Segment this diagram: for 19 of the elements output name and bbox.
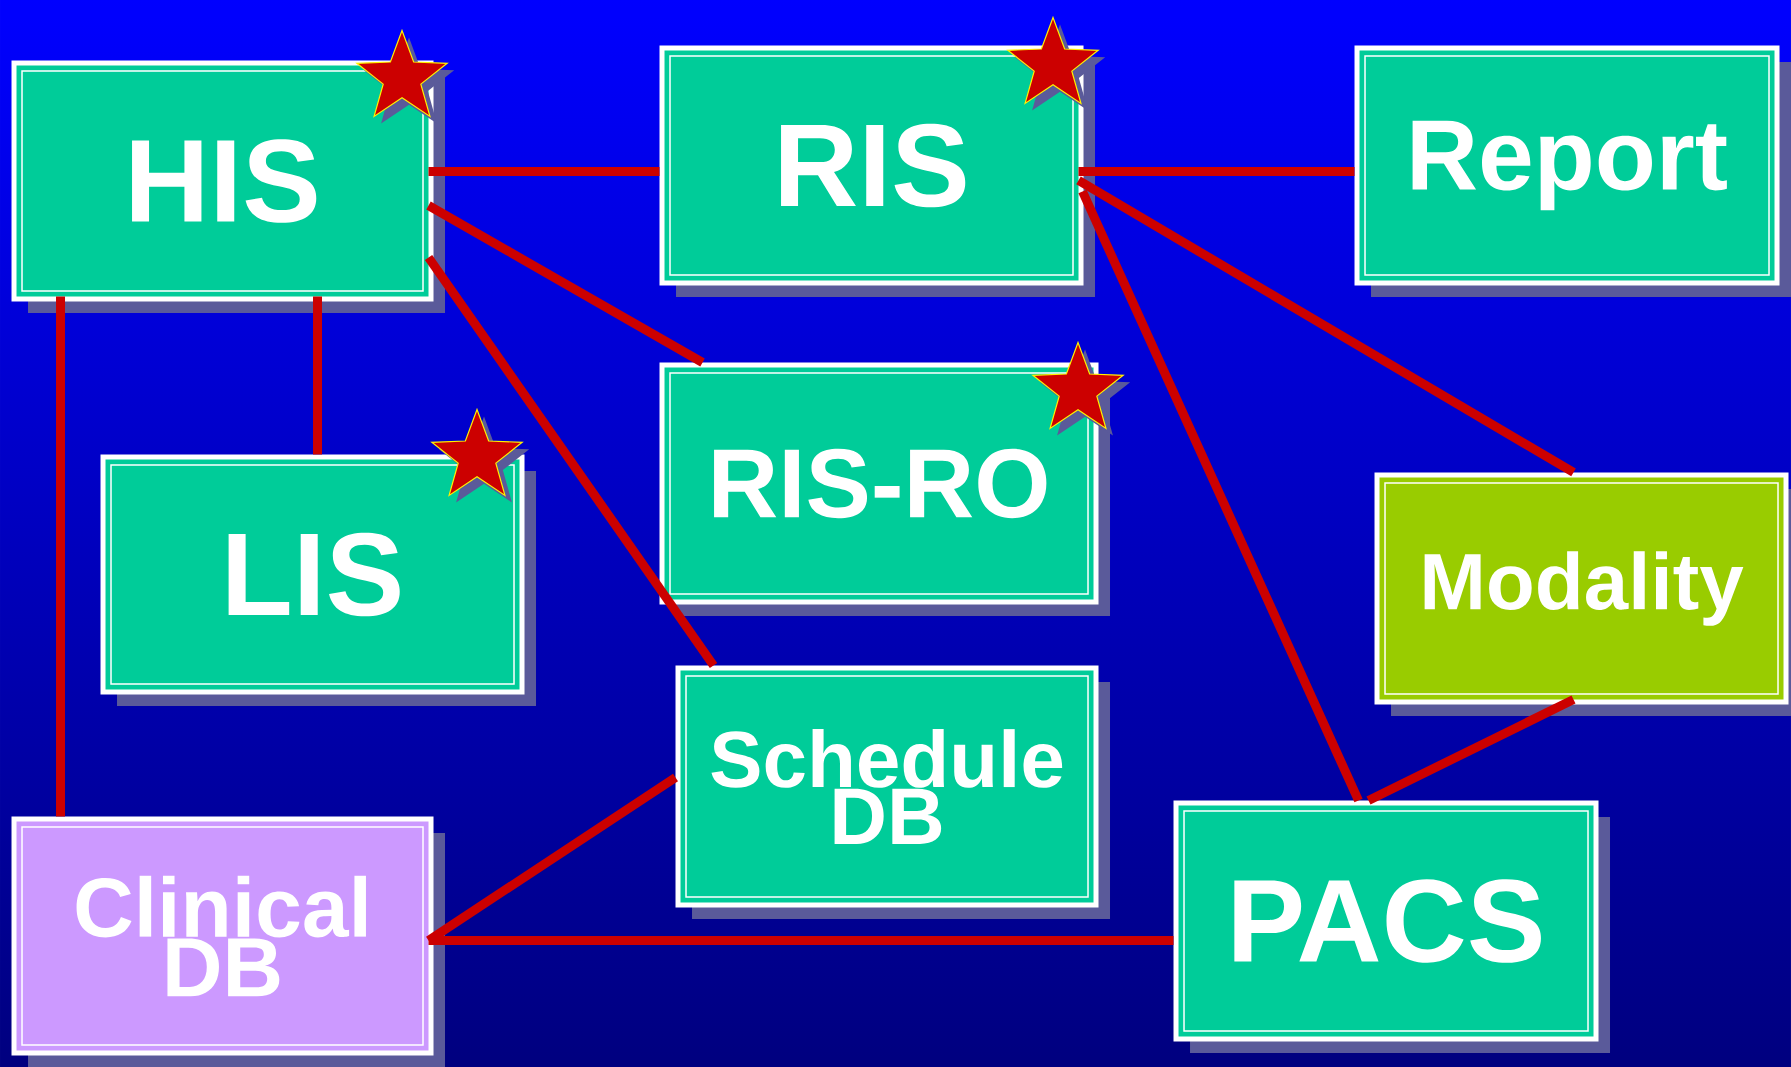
system-box: Modality — [1374, 472, 1791, 716]
connector-line — [428, 936, 1174, 945]
system-box: Report — [1354, 45, 1791, 297]
system-box: RIS-RO — [659, 362, 1110, 616]
connector-line — [1076, 176, 1576, 477]
connector-line — [1078, 189, 1363, 803]
connector-line — [1366, 695, 1576, 805]
connector-line — [313, 296, 322, 455]
system-box: LIS — [100, 454, 536, 706]
system-box: PACS — [1173, 800, 1610, 1053]
system-box: RIS — [659, 45, 1095, 297]
connector-line — [56, 296, 65, 817]
connector-line — [426, 201, 705, 367]
system-box: HIS — [11, 60, 445, 313]
system-box: Clinical DB — [11, 816, 445, 1067]
system-box: Schedule DB — [675, 665, 1110, 919]
connector-line — [424, 254, 718, 669]
connector-line — [428, 167, 660, 176]
connector-line — [1078, 167, 1355, 176]
